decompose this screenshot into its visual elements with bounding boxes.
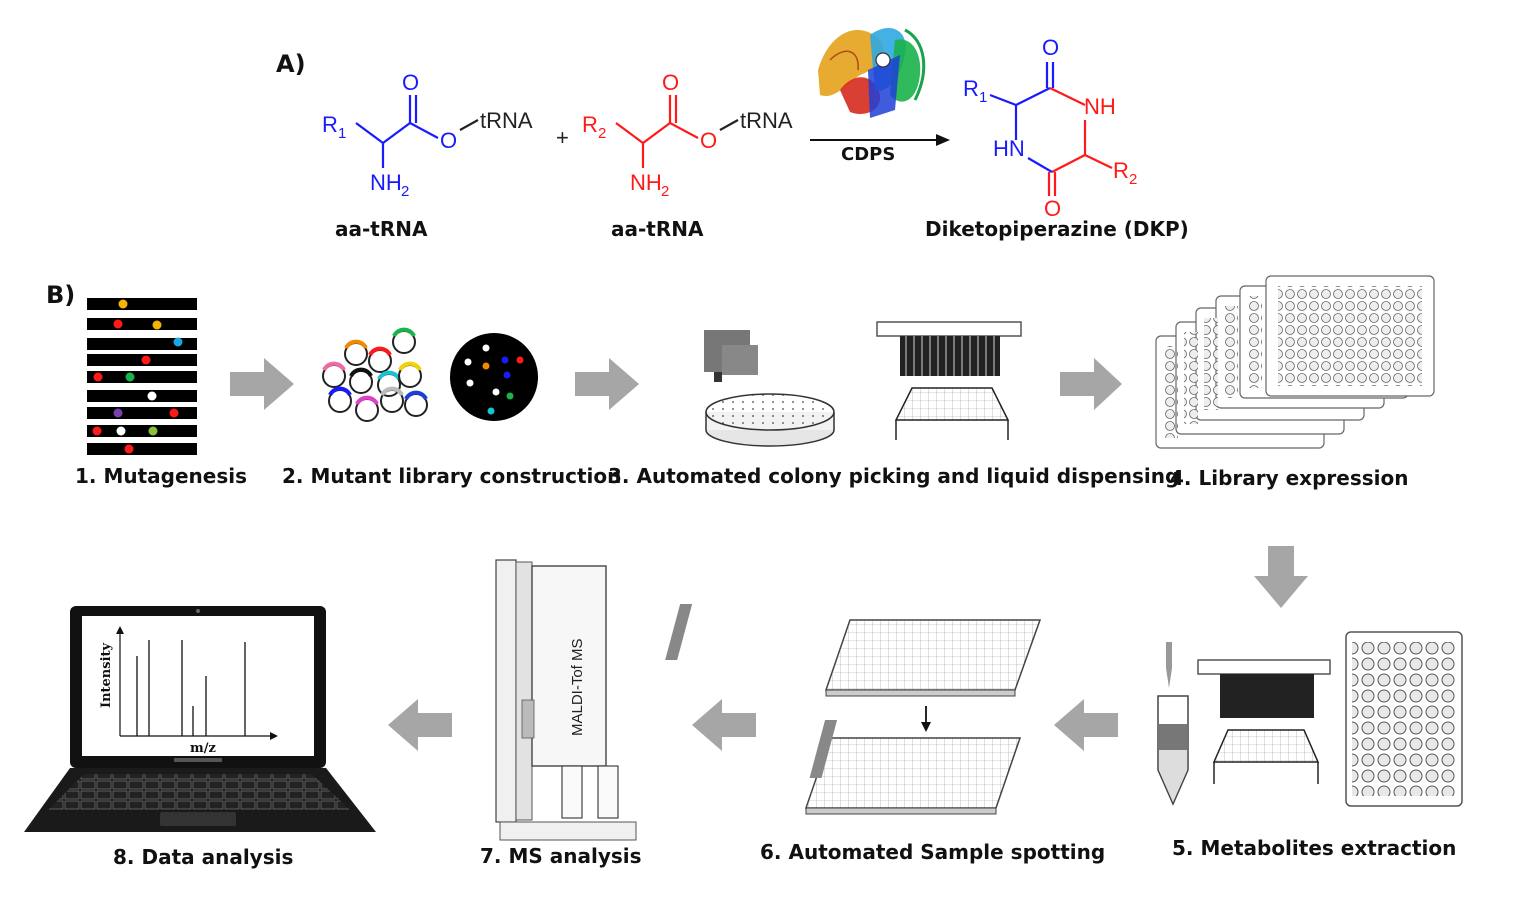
reactant-2-label: aa-tRNA bbox=[611, 217, 704, 241]
mutagenesis-dna-bars-icon bbox=[87, 298, 197, 455]
reactant-2-trna: tRNA bbox=[740, 108, 793, 133]
cdps-protein-icon bbox=[818, 27, 926, 118]
flow-arrow-7 bbox=[388, 699, 452, 751]
flow-arrow-5 bbox=[1054, 699, 1118, 751]
dkp-structure bbox=[989, 62, 1113, 196]
plot-y-axis-label: Intensity bbox=[99, 642, 114, 708]
reactant-1-r-subscript: 1 bbox=[338, 125, 346, 142]
dkp-nh: NH bbox=[1084, 94, 1116, 119]
panel-b-label: B) bbox=[46, 281, 75, 309]
reactant-2-carbonyl-o: O bbox=[662, 70, 679, 95]
dkp-r2: R bbox=[1113, 158, 1129, 183]
step-5-label: 5. Metabolites extraction bbox=[1172, 836, 1456, 860]
step-8-label: 8. Data analysis bbox=[113, 845, 293, 869]
laptop-icon bbox=[24, 606, 376, 832]
reactant-2-r-subscript: 2 bbox=[598, 125, 606, 142]
extraction-dispenser-icon bbox=[1197, 659, 1331, 784]
colony-picker-icon bbox=[704, 330, 758, 382]
flow-arrow-2 bbox=[575, 358, 639, 410]
maldi-tof-instrument-icon bbox=[495, 559, 637, 841]
plus-sign: + bbox=[556, 125, 569, 150]
dkp-r2-subscript: 2 bbox=[1129, 171, 1137, 188]
flow-arrow-6 bbox=[692, 699, 756, 751]
dkp-r1-subscript: 1 bbox=[979, 89, 987, 106]
dkp-bottom-o: O bbox=[1044, 196, 1061, 221]
flow-arrow-3 bbox=[1060, 358, 1122, 410]
plasmid-library-icon bbox=[322, 327, 428, 422]
step-2-label: 2. Mutant library construction bbox=[282, 464, 621, 488]
step-7-label: 7. MS analysis bbox=[480, 844, 642, 868]
mass-spectrum-plot bbox=[116, 626, 278, 740]
reactant-1-amine: NH bbox=[370, 170, 402, 195]
reactant-1-ester-o: O bbox=[440, 128, 457, 153]
flow-arrow-down bbox=[1254, 546, 1308, 608]
reactant-2-r: R bbox=[582, 112, 598, 137]
step-1-label: 1. Mutagenesis bbox=[75, 464, 247, 488]
step-3-label: 3. Automated colony picking and liquid d… bbox=[608, 464, 1179, 488]
reactant-2-ester-o: O bbox=[700, 128, 717, 153]
extraction-well-plate-icon bbox=[1345, 631, 1463, 807]
product-label: Diketopiperazine (DKP) bbox=[925, 217, 1189, 241]
stacked-well-plates-icon bbox=[1155, 275, 1435, 449]
enzyme-label: CDPS bbox=[841, 144, 895, 165]
sample-spotting-plates-icon bbox=[665, 604, 1042, 815]
instrument-text: MALDI-Tof MS bbox=[569, 638, 586, 736]
reactant-1-carbonyl-o: O bbox=[402, 70, 419, 95]
centrifuge-tube-icon bbox=[1157, 642, 1189, 806]
plot-x-axis-label: m/z bbox=[190, 741, 216, 756]
reactant-1-r: R bbox=[322, 112, 338, 137]
step-6-label: 6. Automated Sample spotting bbox=[760, 840, 1105, 864]
step-4-label: 4. Library expression bbox=[1170, 466, 1408, 490]
reactant-2-amine-subscript: 2 bbox=[661, 183, 669, 200]
colony-plate-icon bbox=[450, 333, 538, 421]
reactant-2-amine: NH bbox=[630, 170, 662, 195]
petri-dish-icon bbox=[705, 393, 835, 447]
reactant-1-trna: tRNA bbox=[480, 108, 533, 133]
reactant-1-label: aa-tRNA bbox=[335, 217, 428, 241]
dkp-r1: R bbox=[963, 76, 979, 101]
reactant-1-amine-subscript: 2 bbox=[401, 183, 409, 200]
reactant-2-structure bbox=[615, 95, 739, 168]
flow-arrow-1 bbox=[230, 358, 294, 410]
dkp-hn: HN bbox=[993, 136, 1025, 161]
liquid-dispenser-icon bbox=[876, 321, 1022, 440]
dkp-top-o: O bbox=[1042, 35, 1059, 60]
reaction-arrow-head bbox=[936, 134, 950, 146]
reactant-1-structure bbox=[355, 95, 479, 168]
panel-a-label: A) bbox=[276, 50, 306, 78]
